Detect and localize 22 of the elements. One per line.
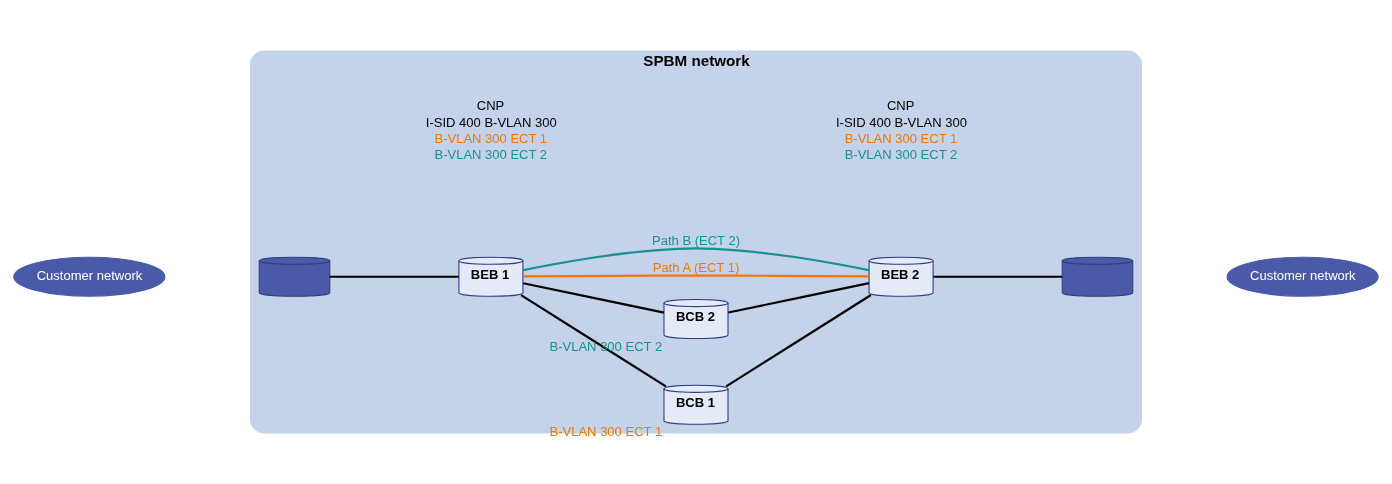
edge-label: Path A (ECT 1) [652,259,740,275]
connector [523,282,665,314]
node-label: B-VLAN 300 ECT 1 [549,424,663,440]
node-label: B-VLAN 300 ECT 2 [844,147,958,163]
connector [520,294,667,388]
connector [933,275,1062,278]
node-label: I-SID 400 B-VLAN 300 [425,114,557,130]
node-label: B-VLAN 300 ECT 1 [434,130,548,146]
node-ellipse: Customer network [13,256,166,297]
node-label: B-VLAN 300 ECT 2 [549,338,663,354]
connector [728,282,870,314]
connector [522,247,870,272]
connector [329,275,459,278]
node-label: CNP [886,98,915,114]
edge-label: Path B (ECT 2) [651,232,740,248]
node-label: CNP [476,98,505,114]
connector [725,294,872,388]
node-label: B-VLAN 300 ECT 2 [434,147,548,163]
node-ellipse: Customer network [1226,256,1379,297]
connector [522,274,869,278]
node-label: B-VLAN 300 ECT 1 [844,130,958,146]
node-label: I-SID 400 B-VLAN 300 [835,114,967,130]
